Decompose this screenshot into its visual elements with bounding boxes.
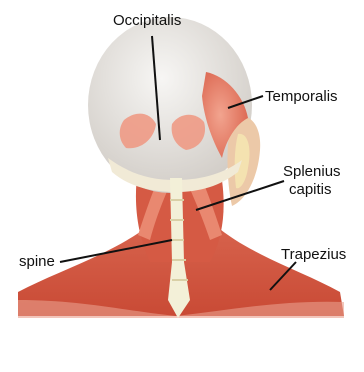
- occipitalis-label: Occipitalis: [113, 12, 181, 29]
- temporalis-label: Temporalis: [265, 88, 338, 105]
- splenius-label-line2: capitis: [289, 181, 332, 198]
- splenius-label-line1: Splenius: [283, 163, 341, 180]
- trapezius-label: Trapezius: [281, 246, 346, 263]
- spine-label: spine: [19, 253, 55, 270]
